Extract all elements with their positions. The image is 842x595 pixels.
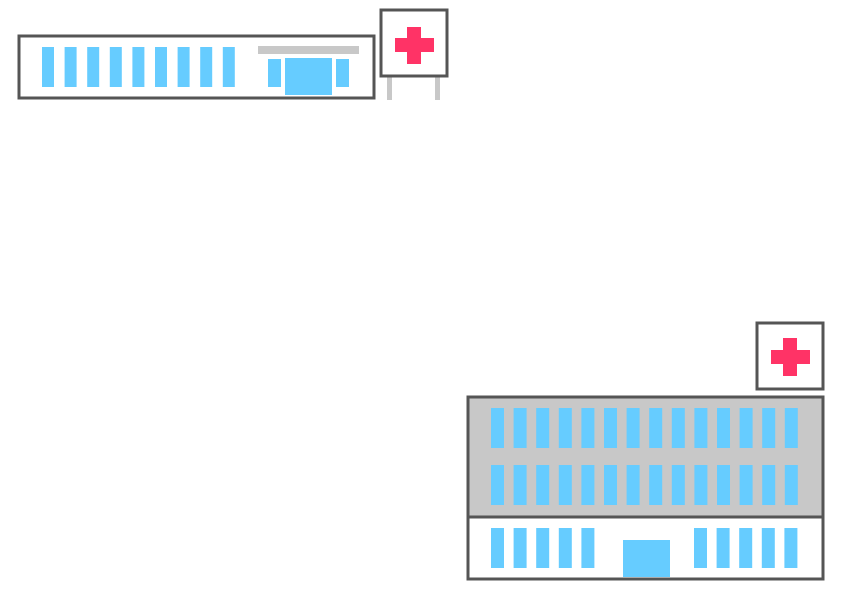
upper-window-r2-2 [513,465,527,505]
small-hospital-window-8 [200,47,213,87]
small-hospital-window-1 [42,47,54,87]
upper-window-r2-14 [784,465,798,505]
upper-window-r1-1 [491,408,504,448]
upper-window-r2-6 [604,465,617,505]
small-hospital-entrance [285,58,332,95]
small-hospital [17,34,376,100]
ground-window-left-2 [513,528,527,568]
upper-window-r1-2 [513,408,527,448]
upper-window-r1-5 [581,408,595,448]
ground-window-right-2 [716,528,730,568]
ground-window-left-3 [536,528,550,568]
upper-window-r2-7 [626,465,640,505]
upper-window-r2-4 [558,465,572,505]
upper-window-r2-5 [581,465,595,505]
large-cross-icon [771,338,810,376]
upper-window-r1-8 [649,408,663,448]
upper-window-r1-4 [558,408,572,448]
small-hospital-window-4 [109,47,122,87]
small-hospital-window-7 [177,47,190,87]
upper-window-r1-7 [626,408,640,448]
ground-window-right-1 [694,528,707,568]
small-hospital-window-3 [87,47,100,87]
upper-window-r2-8 [649,465,663,505]
small-cross-icon [395,27,434,64]
large-hospital [466,395,825,581]
small-hospital-window-right [336,59,349,87]
small-hospital-window-2 [64,47,77,87]
small-hospital-window-9 [222,47,235,87]
upper-window-r1-10 [694,408,708,448]
small-sign-leg-left [387,76,392,100]
upper-window-r2-11 [717,465,730,505]
upper-window-r1-14 [784,408,798,448]
upper-window-r1-9 [671,408,685,448]
upper-window-r2-12 [739,465,753,505]
upper-window-r1-11 [717,408,730,448]
large-hospital-windows-row-2 [491,465,798,505]
ground-window-left-1 [491,528,504,568]
upper-window-r1-12 [739,408,753,448]
ground-window-left-4 [558,528,572,568]
large-sign-board [755,321,825,391]
small-hospital-window-5 [132,47,145,87]
upper-window-r2-9 [671,465,685,505]
upper-window-r2-3 [536,465,550,505]
small-hospital-window-6 [155,47,167,87]
upper-window-r2-1 [491,465,504,505]
large-cross-sign [755,321,825,391]
large-hospital-ground-windows-right [694,528,798,568]
small-hospital-window-left [268,59,281,87]
ground-window-right-4 [761,528,775,568]
upper-window-r2-10 [694,465,708,505]
ground-window-right-3 [739,528,753,568]
small-hospital-canopy [258,46,359,54]
ground-window-left-5 [581,528,595,568]
small-hospital-windows [42,47,235,87]
small-cross-sign [379,8,449,100]
upper-window-r1-6 [604,408,617,448]
upper-window-r1-3 [536,408,550,448]
large-hospital-ground-windows-left [491,528,595,568]
large-hospital-windows-row-1 [491,408,798,448]
large-hospital-entrance [623,540,670,577]
ground-window-right-5 [784,528,798,568]
upper-window-r1-13 [762,408,776,448]
small-sign-leg-right [435,76,440,100]
upper-window-r2-13 [762,465,776,505]
